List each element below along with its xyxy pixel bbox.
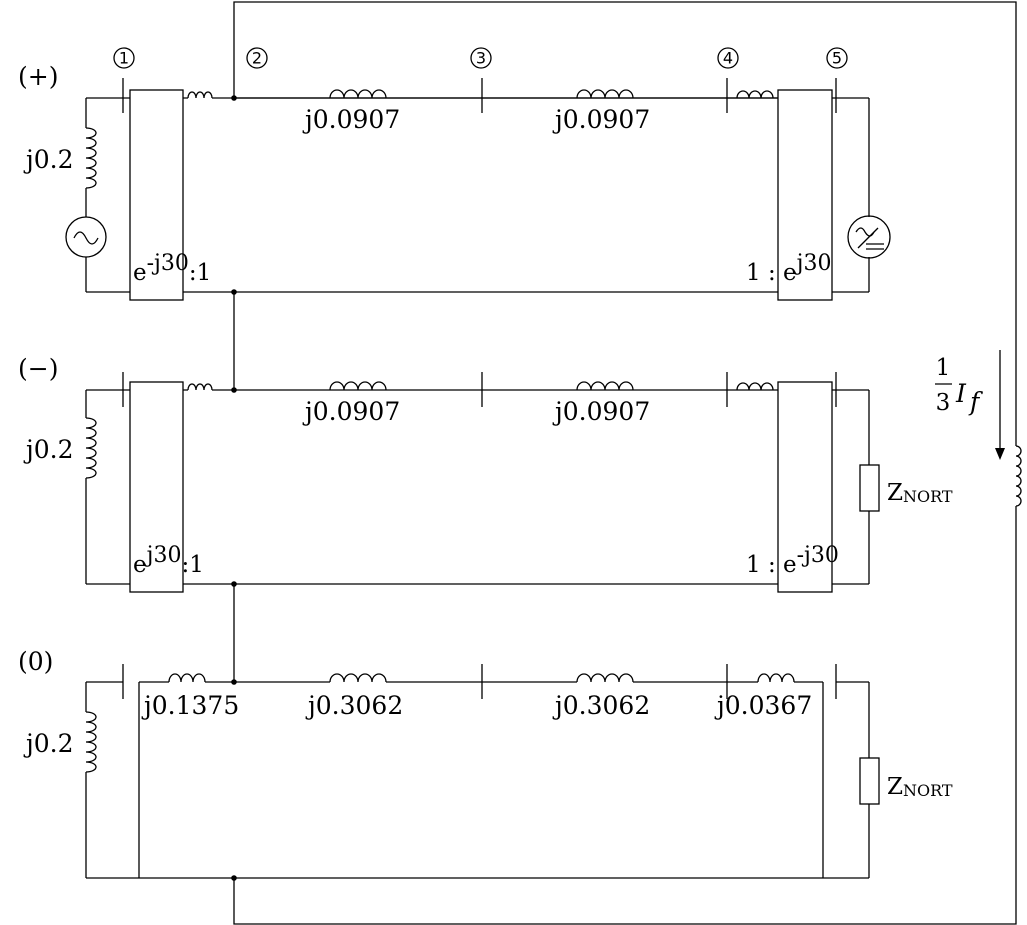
pos-xfmr-left-ratio: e-j30:1 <box>133 251 211 286</box>
zero-xfmr1-label: j0.1375 <box>141 691 239 720</box>
negative-sequence-network: (−) j0.2 j0.0907 j0.0907 ej30:1 1 : e-j3… <box>18 354 953 593</box>
neg-line2-inductor <box>576 381 634 391</box>
bus-node-1: 1 <box>113 47 135 69</box>
neg-line1-label: j0.0907 <box>302 397 400 426</box>
zero-inner-verticals <box>138 682 824 878</box>
svg-text:3: 3 <box>476 49 486 68</box>
zero-bus-ticks <box>122 664 837 699</box>
positive-sequence-network: (+) j0.2 j0.0907 j0.0907 e-j30:1 1 : ej3… <box>18 62 891 301</box>
svg-text:1: 1 <box>936 355 951 381</box>
pos-xfmr-right-box <box>777 89 833 301</box>
svg-text:f: f <box>968 387 983 416</box>
bus-node-2: 2 <box>246 47 268 69</box>
pos-line1-label: j0.0907 <box>302 105 400 134</box>
neg-line2-label: j0.0907 <box>552 397 650 426</box>
neg-source-reactance <box>85 417 97 479</box>
pos-xfmr-right-reactance <box>736 90 774 99</box>
bus-node-5: 5 <box>826 47 848 69</box>
neg-load-resistor <box>859 464 880 512</box>
neg-xfmr-right-box <box>777 381 833 593</box>
svg-text:3: 3 <box>936 390 951 416</box>
bus-node-4: 4 <box>717 47 739 69</box>
neg-xfmr-left-ratio: ej30:1 <box>133 543 204 578</box>
zero-sequence-network: (0) j0.2 j0.1375 j0.3062 j0.3062 j0.0367… <box>18 647 953 879</box>
pos-generator-right <box>847 215 891 259</box>
zero-sequence-label: (0) <box>18 647 53 676</box>
bus-node-3: 3 <box>470 47 492 69</box>
pos-bus-ticks <box>122 78 837 113</box>
fault-impedance-coil <box>1015 445 1022 507</box>
svg-text:2: 2 <box>252 49 262 68</box>
neg-xfmr-left-reactance <box>187 383 213 391</box>
neg-sequence-label: (−) <box>18 354 58 383</box>
zero-xfmr2-label: j0.0367 <box>714 691 812 720</box>
zero-line1-inductor <box>329 673 387 683</box>
pos-xfmr-left-box <box>129 89 184 301</box>
neg-load-label: ZNORT <box>887 480 953 506</box>
neg-bus-ticks <box>122 372 837 407</box>
zero-line1-label: j0.3062 <box>305 691 403 720</box>
pos-line2-label: j0.0907 <box>552 105 650 134</box>
pos-source-reactance-label: j0.2 <box>23 145 74 174</box>
junction-dots <box>231 95 237 881</box>
fault-current-arrow <box>995 350 1005 460</box>
pos-sequence-label: (+) <box>18 62 58 91</box>
pos-xfmr-left-reactance <box>187 91 213 99</box>
zero-xfmr1-inductor <box>168 673 206 683</box>
zero-line2-label: j0.3062 <box>552 691 650 720</box>
pos-source-reactance <box>85 127 97 189</box>
svg-text:4: 4 <box>723 49 733 68</box>
series-connection: 1 3 I f <box>231 1 1022 925</box>
neg-line1-inductor <box>329 381 387 391</box>
neg-source-reactance-label: j0.2 <box>23 435 74 464</box>
pos-xfmr-right-ratio: 1 : ej30 <box>746 251 831 286</box>
pos-generator-left <box>65 216 107 258</box>
zero-line2-inductor <box>576 673 634 683</box>
zero-xfmr2-inductor <box>757 673 795 683</box>
pos-line2-inductor <box>576 89 634 99</box>
zero-source-reactance <box>85 711 97 773</box>
svg-text:1: 1 <box>119 49 129 68</box>
fault-current-label: 1 3 I f <box>935 355 983 416</box>
pos-line1-inductor <box>329 89 387 99</box>
svg-text:5: 5 <box>832 49 842 68</box>
neg-xfmr-right-ratio: 1 : e-j30 <box>746 543 839 578</box>
fault-loop-wire <box>233 1 1017 925</box>
neg-xfmr-right-reactance <box>736 382 774 391</box>
zero-source-reactance-label: j0.2 <box>23 729 74 758</box>
neg-xfmr-left-box <box>129 381 184 593</box>
zero-load-resistor <box>859 757 880 805</box>
zero-load-label: ZNORT <box>887 774 953 800</box>
svg-text:I: I <box>955 379 967 408</box>
